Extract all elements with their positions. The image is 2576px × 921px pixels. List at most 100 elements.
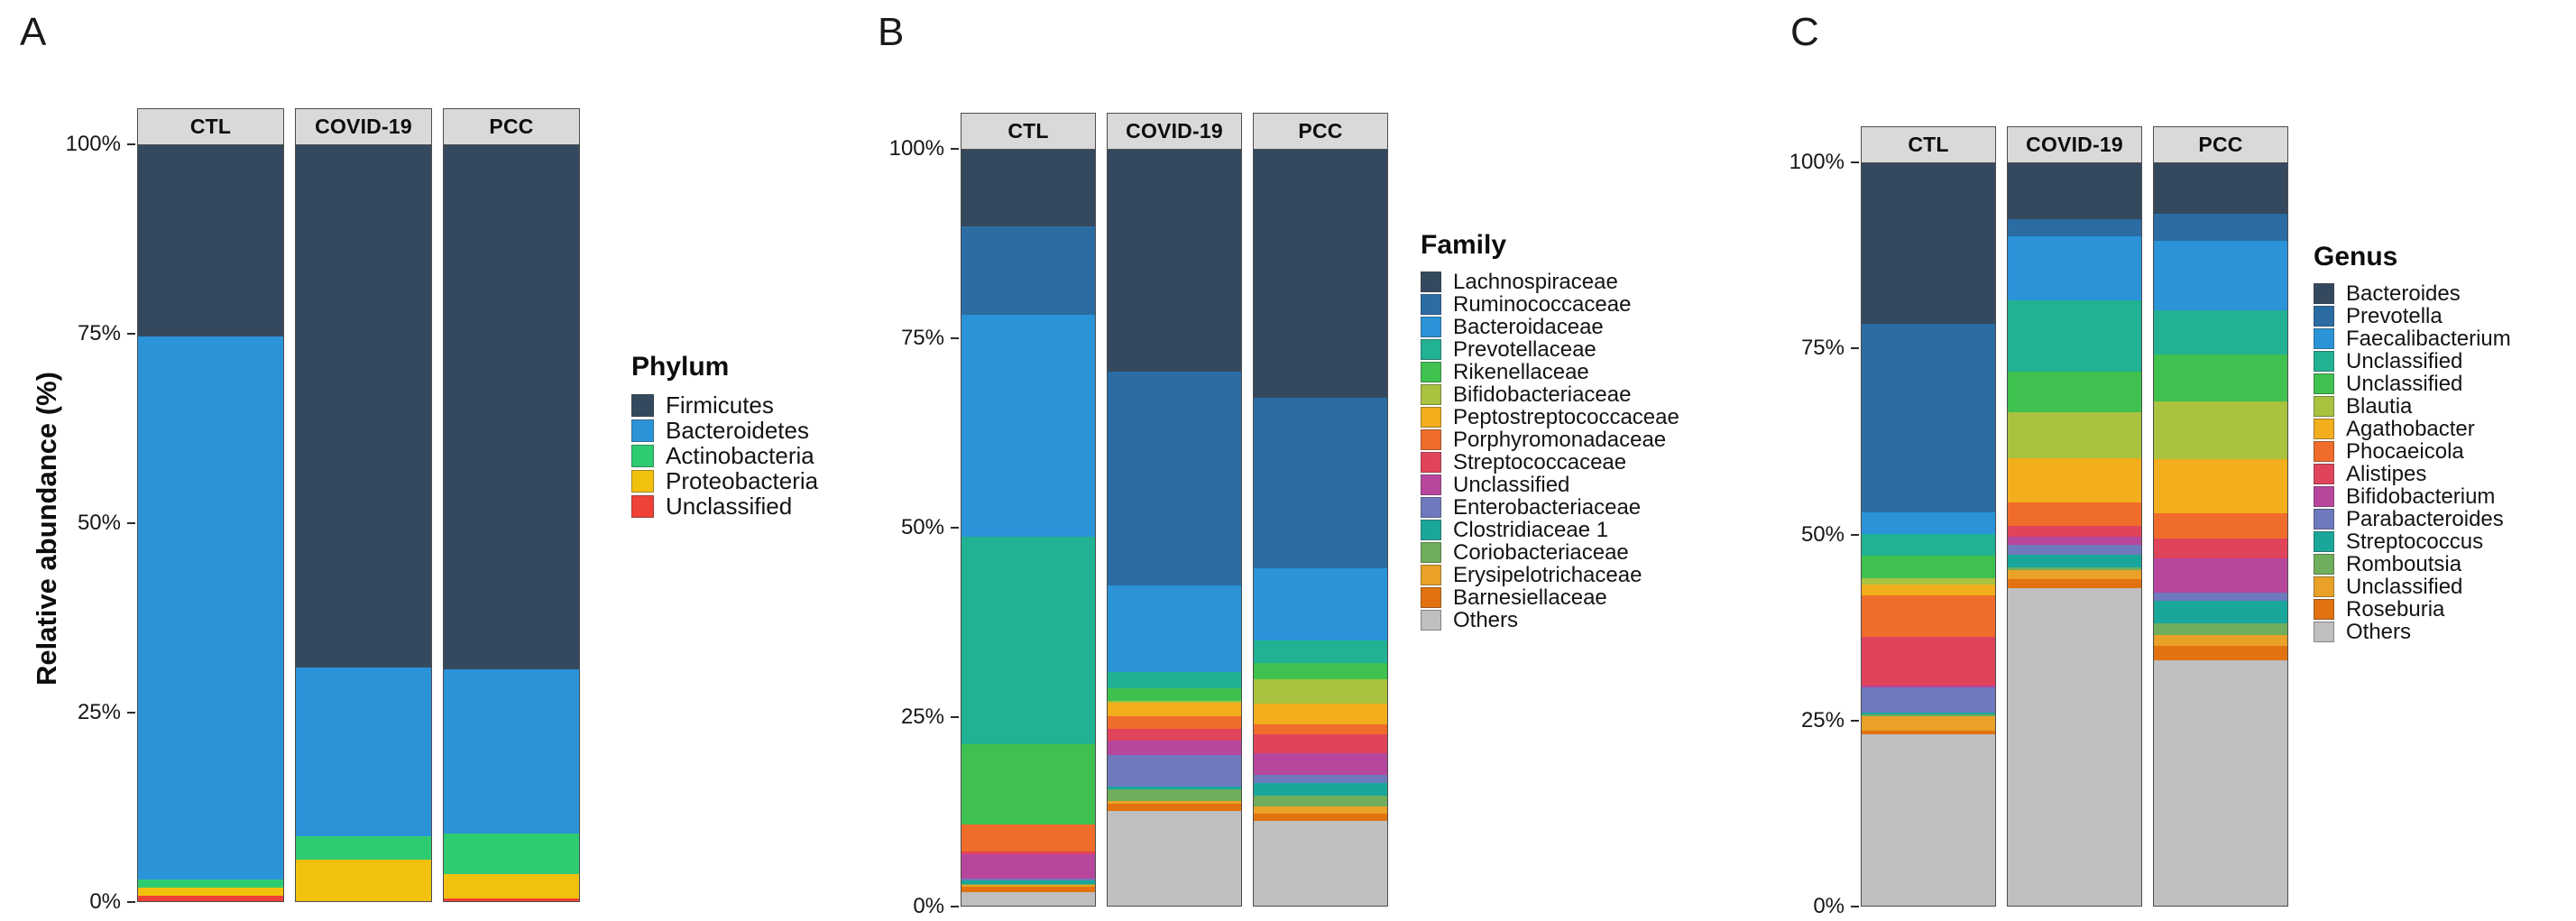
bar-segment[interactable]	[296, 835, 431, 860]
bar-segment[interactable]	[138, 887, 283, 897]
bar-segment[interactable]	[1254, 640, 1387, 663]
bar-segment[interactable]	[2154, 635, 2287, 646]
legend-item[interactable]: Actinobacteria	[631, 443, 818, 468]
bar-segment[interactable]	[2008, 235, 2141, 301]
legend-item[interactable]: Barnesiellaceae	[1421, 586, 1679, 609]
bar-segment[interactable]	[2008, 218, 2141, 236]
bar-segment[interactable]	[1108, 755, 1241, 787]
bar-segment[interactable]	[2008, 567, 2141, 570]
bar-segment[interactable]	[1862, 637, 1995, 686]
bar-segment[interactable]	[2154, 355, 2287, 402]
legend-item[interactable]: Rikenellaceae	[1421, 361, 1679, 383]
bar-segment[interactable]	[1108, 787, 1241, 789]
bar-segment[interactable]	[1254, 752, 1387, 775]
bar-segment[interactable]	[2008, 457, 2141, 503]
bar-segment[interactable]	[444, 873, 579, 898]
legend-item[interactable]: Bacteroidetes	[631, 418, 818, 443]
bar-segment[interactable]	[2008, 569, 2141, 579]
bar-segment[interactable]	[2008, 555, 2141, 568]
bar-segment[interactable]	[961, 885, 1095, 888]
bar-segment[interactable]	[296, 668, 431, 836]
bar-segment[interactable]	[444, 145, 579, 669]
bar-segment[interactable]	[138, 145, 283, 336]
bar-segment[interactable]	[1108, 788, 1241, 802]
bar-segment[interactable]	[961, 824, 1095, 852]
bar-segment[interactable]	[961, 315, 1095, 538]
legend-item[interactable]: Coriobacteriaceae	[1421, 541, 1679, 564]
bar-segment[interactable]	[961, 226, 1095, 316]
bar-segment[interactable]	[1862, 594, 1995, 638]
bar-segment[interactable]	[2008, 372, 2141, 412]
bar-segment[interactable]	[1108, 700, 1241, 704]
bar-segment[interactable]	[1862, 323, 1995, 512]
bar-segment[interactable]	[1108, 741, 1241, 756]
legend-item[interactable]: Prevotellaceae	[1421, 338, 1679, 361]
bar-segment[interactable]	[2008, 536, 2141, 545]
legend-item[interactable]: Bacteroidaceae	[1421, 316, 1679, 338]
bar-segment[interactable]	[1254, 806, 1387, 815]
legend-item[interactable]: Bifidobacteriaceae	[1421, 383, 1679, 406]
bar-segment[interactable]	[1108, 801, 1241, 804]
bar-segment[interactable]	[2008, 300, 2141, 373]
bar-segment[interactable]	[1254, 662, 1387, 680]
legend-item[interactable]: Ruminococcaceae	[1421, 293, 1679, 316]
bar-segment[interactable]	[2154, 309, 2287, 355]
bar-segment[interactable]	[1254, 723, 1387, 734]
bar-segment[interactable]	[1862, 686, 1995, 687]
bar-segment[interactable]	[1254, 568, 1387, 640]
legend-item[interactable]: Unclassified	[2314, 576, 2511, 598]
bar-segment[interactable]	[1254, 733, 1387, 753]
bar-segment[interactable]	[1108, 715, 1241, 729]
bar-segment[interactable]	[1254, 774, 1387, 784]
bar-segment[interactable]	[1862, 730, 1995, 734]
bar-segment[interactable]	[444, 668, 579, 834]
legend-item[interactable]: Others	[1421, 609, 1679, 631]
bar-segment[interactable]	[2154, 539, 2287, 558]
legend-item[interactable]: Unclassified	[631, 493, 818, 519]
bar-segment[interactable]	[2008, 411, 2141, 458]
bar-segment[interactable]	[1108, 585, 1241, 673]
legend-item[interactable]: Alistipes	[2314, 463, 2511, 485]
bar-segment[interactable]	[1862, 585, 1995, 595]
bar-segment[interactable]	[2154, 241, 2287, 310]
bar-segment[interactable]	[961, 878, 1095, 880]
bar-segment[interactable]	[1254, 796, 1387, 807]
bar-segment[interactable]	[2154, 660, 2287, 906]
legend-item[interactable]: Unclassified	[2314, 350, 2511, 373]
legend-item[interactable]: Faecalibacterium	[2314, 327, 2511, 350]
bar-segment[interactable]	[2154, 163, 2287, 214]
bar-segment[interactable]	[1254, 814, 1387, 822]
bar-segment[interactable]	[2154, 592, 2287, 601]
bar-segment[interactable]	[1254, 821, 1387, 906]
legend-item[interactable]: Unclassified	[1421, 474, 1679, 496]
bar-segment[interactable]	[1254, 704, 1387, 724]
bar-segment[interactable]	[1862, 714, 1995, 717]
legend-item[interactable]: Parabacteroides	[2314, 508, 2511, 530]
bar-segment[interactable]	[296, 145, 431, 668]
legend-item[interactable]: Peptostreptococcaceae	[1421, 406, 1679, 428]
legend-item[interactable]: Roseburia	[2314, 598, 2511, 621]
legend-item[interactable]: Bifidobacterium	[2314, 485, 2511, 508]
legend-item[interactable]: Unclassified	[2314, 373, 2511, 395]
legend-item[interactable]: Others	[2314, 621, 2511, 643]
bar-segment[interactable]	[138, 879, 283, 888]
bar-segment[interactable]	[1254, 679, 1387, 705]
bar-segment[interactable]	[961, 744, 1095, 825]
bar-segment[interactable]	[1862, 578, 1995, 585]
legend-item[interactable]: Prevotella	[2314, 305, 2511, 327]
bar-segment[interactable]	[1108, 728, 1241, 741]
bar-segment[interactable]	[138, 336, 283, 880]
legend-item[interactable]: Firmicutes	[631, 392, 818, 418]
bar-segment[interactable]	[1862, 716, 1995, 731]
bar-segment[interactable]	[1108, 150, 1241, 373]
bar-segment[interactable]	[2154, 458, 2287, 514]
bar-segment[interactable]	[961, 537, 1095, 745]
bar-segment[interactable]	[138, 896, 283, 901]
bar-segment[interactable]	[296, 859, 431, 901]
bar-segment[interactable]	[2154, 557, 2287, 593]
bar-segment[interactable]	[1862, 163, 1995, 324]
legend-item[interactable]: Erysipelotrichaceae	[1421, 564, 1679, 586]
bar-segment[interactable]	[2008, 544, 2141, 556]
bar-segment[interactable]	[2154, 213, 2287, 242]
legend-item[interactable]: Clostridiaceae 1	[1421, 519, 1679, 541]
